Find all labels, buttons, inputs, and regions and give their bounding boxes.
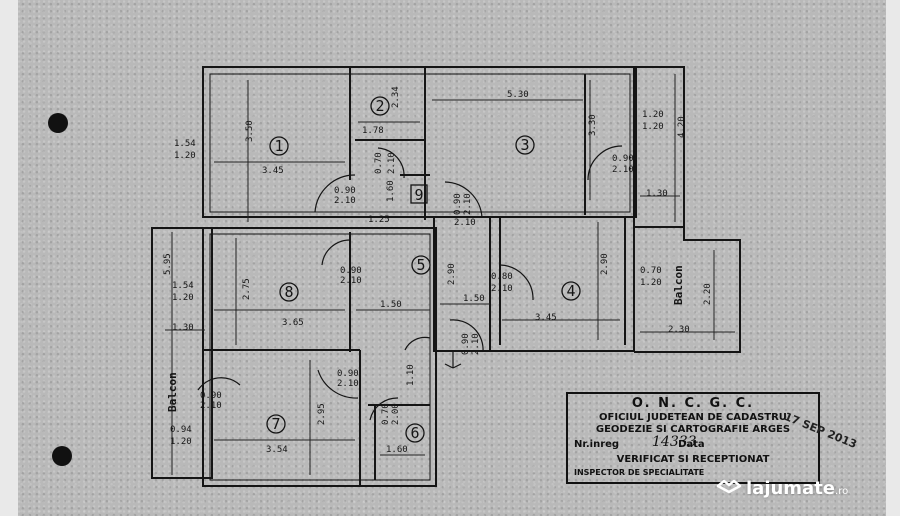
- paper-sheet: [18, 0, 886, 516]
- dimension-label: 1.30: [172, 323, 194, 333]
- dimension-label: 3.45: [262, 166, 284, 176]
- handshake-icon: [716, 478, 742, 499]
- dimension-label: 0.90: [461, 333, 471, 355]
- dimension-label: 2.10: [337, 379, 359, 389]
- dimension-label: 1.20: [642, 122, 664, 132]
- balcony-label: Balcon: [672, 265, 685, 305]
- dimension-label: 2.90: [600, 253, 610, 275]
- stamp-line-1: OFICIUL JUDETEAN DE CADASTRU: [599, 412, 787, 423]
- stamp-line-2: GEODEZIE SI CARTOGRAFIE ARGES: [595, 424, 791, 435]
- dimension-label: 2.95: [317, 403, 327, 425]
- stamp-title: O. N. C. G. C.: [631, 396, 755, 411]
- dimension-label: 2.10: [612, 165, 634, 175]
- watermark-tld: .ro: [835, 486, 849, 497]
- dimension-label: 2.10: [334, 196, 356, 206]
- dimension-label: 1.78: [362, 126, 384, 136]
- dimension-label: 0.94: [170, 425, 192, 435]
- watermark: lajumate.ro: [716, 478, 848, 499]
- dimension-label: 2.10: [471, 333, 481, 355]
- dimension-label: 5.30: [507, 90, 529, 100]
- dimension-label: 0.70: [381, 403, 391, 425]
- dimension-label: 5.95: [163, 253, 173, 275]
- dimension-label: 1.20: [172, 293, 194, 303]
- stamp-nr-label: Nr.inreg: [574, 439, 620, 450]
- dimension-label: 0.80: [491, 272, 513, 282]
- dimension-label: 0.90: [453, 193, 463, 215]
- dimension-label: 2.34: [391, 86, 401, 108]
- dimension-label: 0.90: [334, 186, 356, 196]
- dimension-label: 1.50: [463, 294, 485, 304]
- dimension-label: 3.45: [535, 313, 557, 323]
- dimension-label: 2.20: [703, 283, 713, 305]
- dimension-label: 1.20: [174, 151, 196, 161]
- dimension-label: 2.10: [340, 276, 362, 286]
- room-number: 8: [284, 283, 293, 301]
- dimension-label: 1.30: [646, 189, 668, 199]
- dimension-label: 1.20: [642, 110, 664, 120]
- dimension-label: 1.54: [172, 281, 194, 291]
- watermark-name: lajumate: [746, 478, 836, 499]
- dimension-label: 1.54: [174, 139, 196, 149]
- dimension-label: 3.54: [266, 445, 288, 455]
- stamp-registration-number: 14333: [652, 434, 697, 450]
- dimension-label: 1.20: [640, 278, 662, 288]
- dimension-label: 1.50: [380, 300, 402, 310]
- dimension-label: 2.10: [387, 152, 397, 174]
- stamp-inspector: INSPECTOR DE SPECIALITATE: [574, 468, 705, 477]
- room-number: 3: [520, 136, 529, 154]
- dimension-label: 1.60: [386, 445, 408, 455]
- room-number: 4: [566, 282, 575, 300]
- dimension-label: 0.70: [374, 152, 384, 174]
- dimension-label: 2.00: [391, 403, 401, 425]
- room-number: 9: [414, 186, 423, 204]
- dimension-label: 0.90: [340, 266, 362, 276]
- dimension-label: 0.70: [640, 266, 662, 276]
- dimension-label: 3.65: [282, 318, 304, 328]
- room-number: 7: [271, 415, 280, 433]
- stamp-date-label: Data: [678, 439, 705, 450]
- dimension-label: 0.90: [200, 391, 222, 401]
- room-number: 2: [375, 97, 384, 115]
- room-number: 1: [274, 137, 283, 155]
- dimension-label: 2.30: [668, 325, 690, 335]
- dimension-label: 2.10: [454, 218, 476, 228]
- dimension-label: 3.50: [245, 120, 255, 142]
- room-number: 5: [416, 256, 425, 274]
- dimension-label: 2.10: [491, 284, 513, 294]
- dimension-label: 0.90: [612, 154, 634, 164]
- dimension-label: 0.90: [337, 369, 359, 379]
- stamp-verified: VERIFICAT SI RECEPTIONAT: [616, 454, 770, 465]
- dimension-label: 4.20: [677, 116, 687, 138]
- dimension-label: 1.25: [368, 215, 390, 225]
- room-number: 6: [410, 424, 419, 442]
- dimension-label: 1.20: [170, 437, 192, 447]
- dimension-label: 2.90: [447, 263, 457, 285]
- punch-hole: [48, 113, 68, 133]
- punch-hole: [52, 446, 72, 466]
- dimension-label: 1.10: [406, 364, 416, 386]
- dimension-label: 2.75: [242, 278, 252, 300]
- dimension-label: 1.60: [386, 180, 396, 202]
- cadastre-stamp: O. N. C. G. C. OFICIUL JUDETEAN DE CADAS…: [566, 392, 820, 484]
- dimension-label: 2.10: [463, 193, 473, 215]
- dimension-label: 2.10: [200, 401, 222, 411]
- balcony-label: Balcon: [166, 372, 179, 412]
- dimension-label: 3.30: [588, 114, 598, 136]
